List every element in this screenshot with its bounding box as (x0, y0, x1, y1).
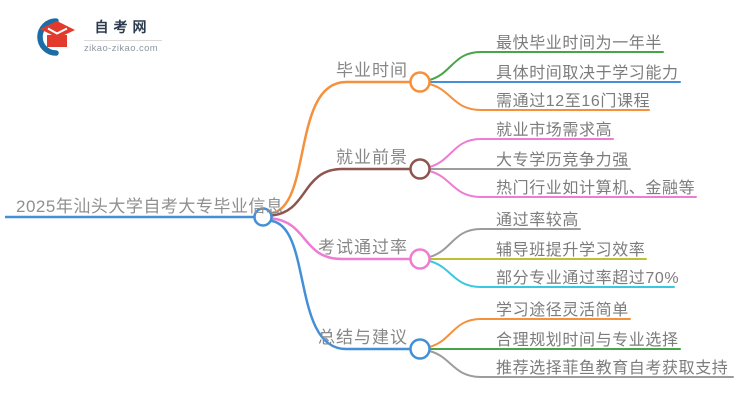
branch2-leaf1-label: 就业市场需求高 (496, 122, 613, 139)
branch4-label: 总结与建议 (318, 328, 408, 347)
site-logo[interactable]: 自考网 zikao-zikao.com (28, 14, 162, 58)
root-node-circle[interactable] (253, 207, 273, 227)
branch3-leaf1-line (428, 228, 581, 258)
branch2-line (270, 167, 412, 217)
branch1-node-circle[interactable] (409, 71, 431, 93)
branch1-leaf3-label: 需通过12至16门课程 (496, 93, 651, 110)
branch1-label: 毕业时间 (336, 61, 408, 80)
branch4-leaf1-label: 学习途径灵活简单 (496, 302, 629, 319)
branch3-leaf3-label: 部分专业通过率超过70% (496, 270, 680, 287)
branch1-leaf3-line (428, 83, 650, 111)
graduation-cap-icon (37, 18, 75, 56)
logo-site-name: 自考网 (94, 19, 152, 35)
branch4-node-circle[interactable] (409, 338, 431, 360)
logo-divider (84, 40, 162, 41)
branch4-line (270, 219, 412, 351)
branch4-leaf3-label: 推荐选择菲鱼教育自考获取支持 (496, 360, 729, 377)
branch1-line (270, 80, 412, 215)
branch2-label: 就业前景 (336, 148, 408, 167)
branch1-leaf1-line (428, 51, 664, 81)
branch3-leaf2-label: 辅导班提升学习效率 (496, 242, 646, 259)
branch4-leaf2-label: 合理规划时间与专业选择 (496, 332, 679, 349)
root-node-label: 2025年汕头大学自考大专毕业信息 (16, 197, 284, 216)
branch2-leaf1-line (428, 138, 614, 168)
branch3-line (270, 217, 412, 261)
branch2-node-circle[interactable] (409, 158, 431, 180)
branch1-leaf2-label: 具体时间取决于学习能力 (496, 65, 679, 82)
branch2-leaf2-label: 大专学历竞争力强 (496, 152, 629, 169)
branch1-leaf1-label: 最快毕业时间为一年半 (496, 35, 663, 52)
branch3-node-circle[interactable] (409, 248, 431, 270)
branch2-leaf3-label: 热门行业如计算机、金融等 (496, 180, 696, 197)
branch4-leaf1-line (428, 318, 631, 348)
branch2-leaf3-line (428, 170, 697, 198)
branch3-label: 考试通过率 (318, 238, 408, 257)
logo-site-url: zikao-zikao.com (84, 43, 159, 54)
branch4-leaf3-line (428, 350, 734, 378)
branch3-leaf1-label: 通过率较高 (496, 212, 580, 229)
branch3-leaf3-line (428, 260, 675, 288)
